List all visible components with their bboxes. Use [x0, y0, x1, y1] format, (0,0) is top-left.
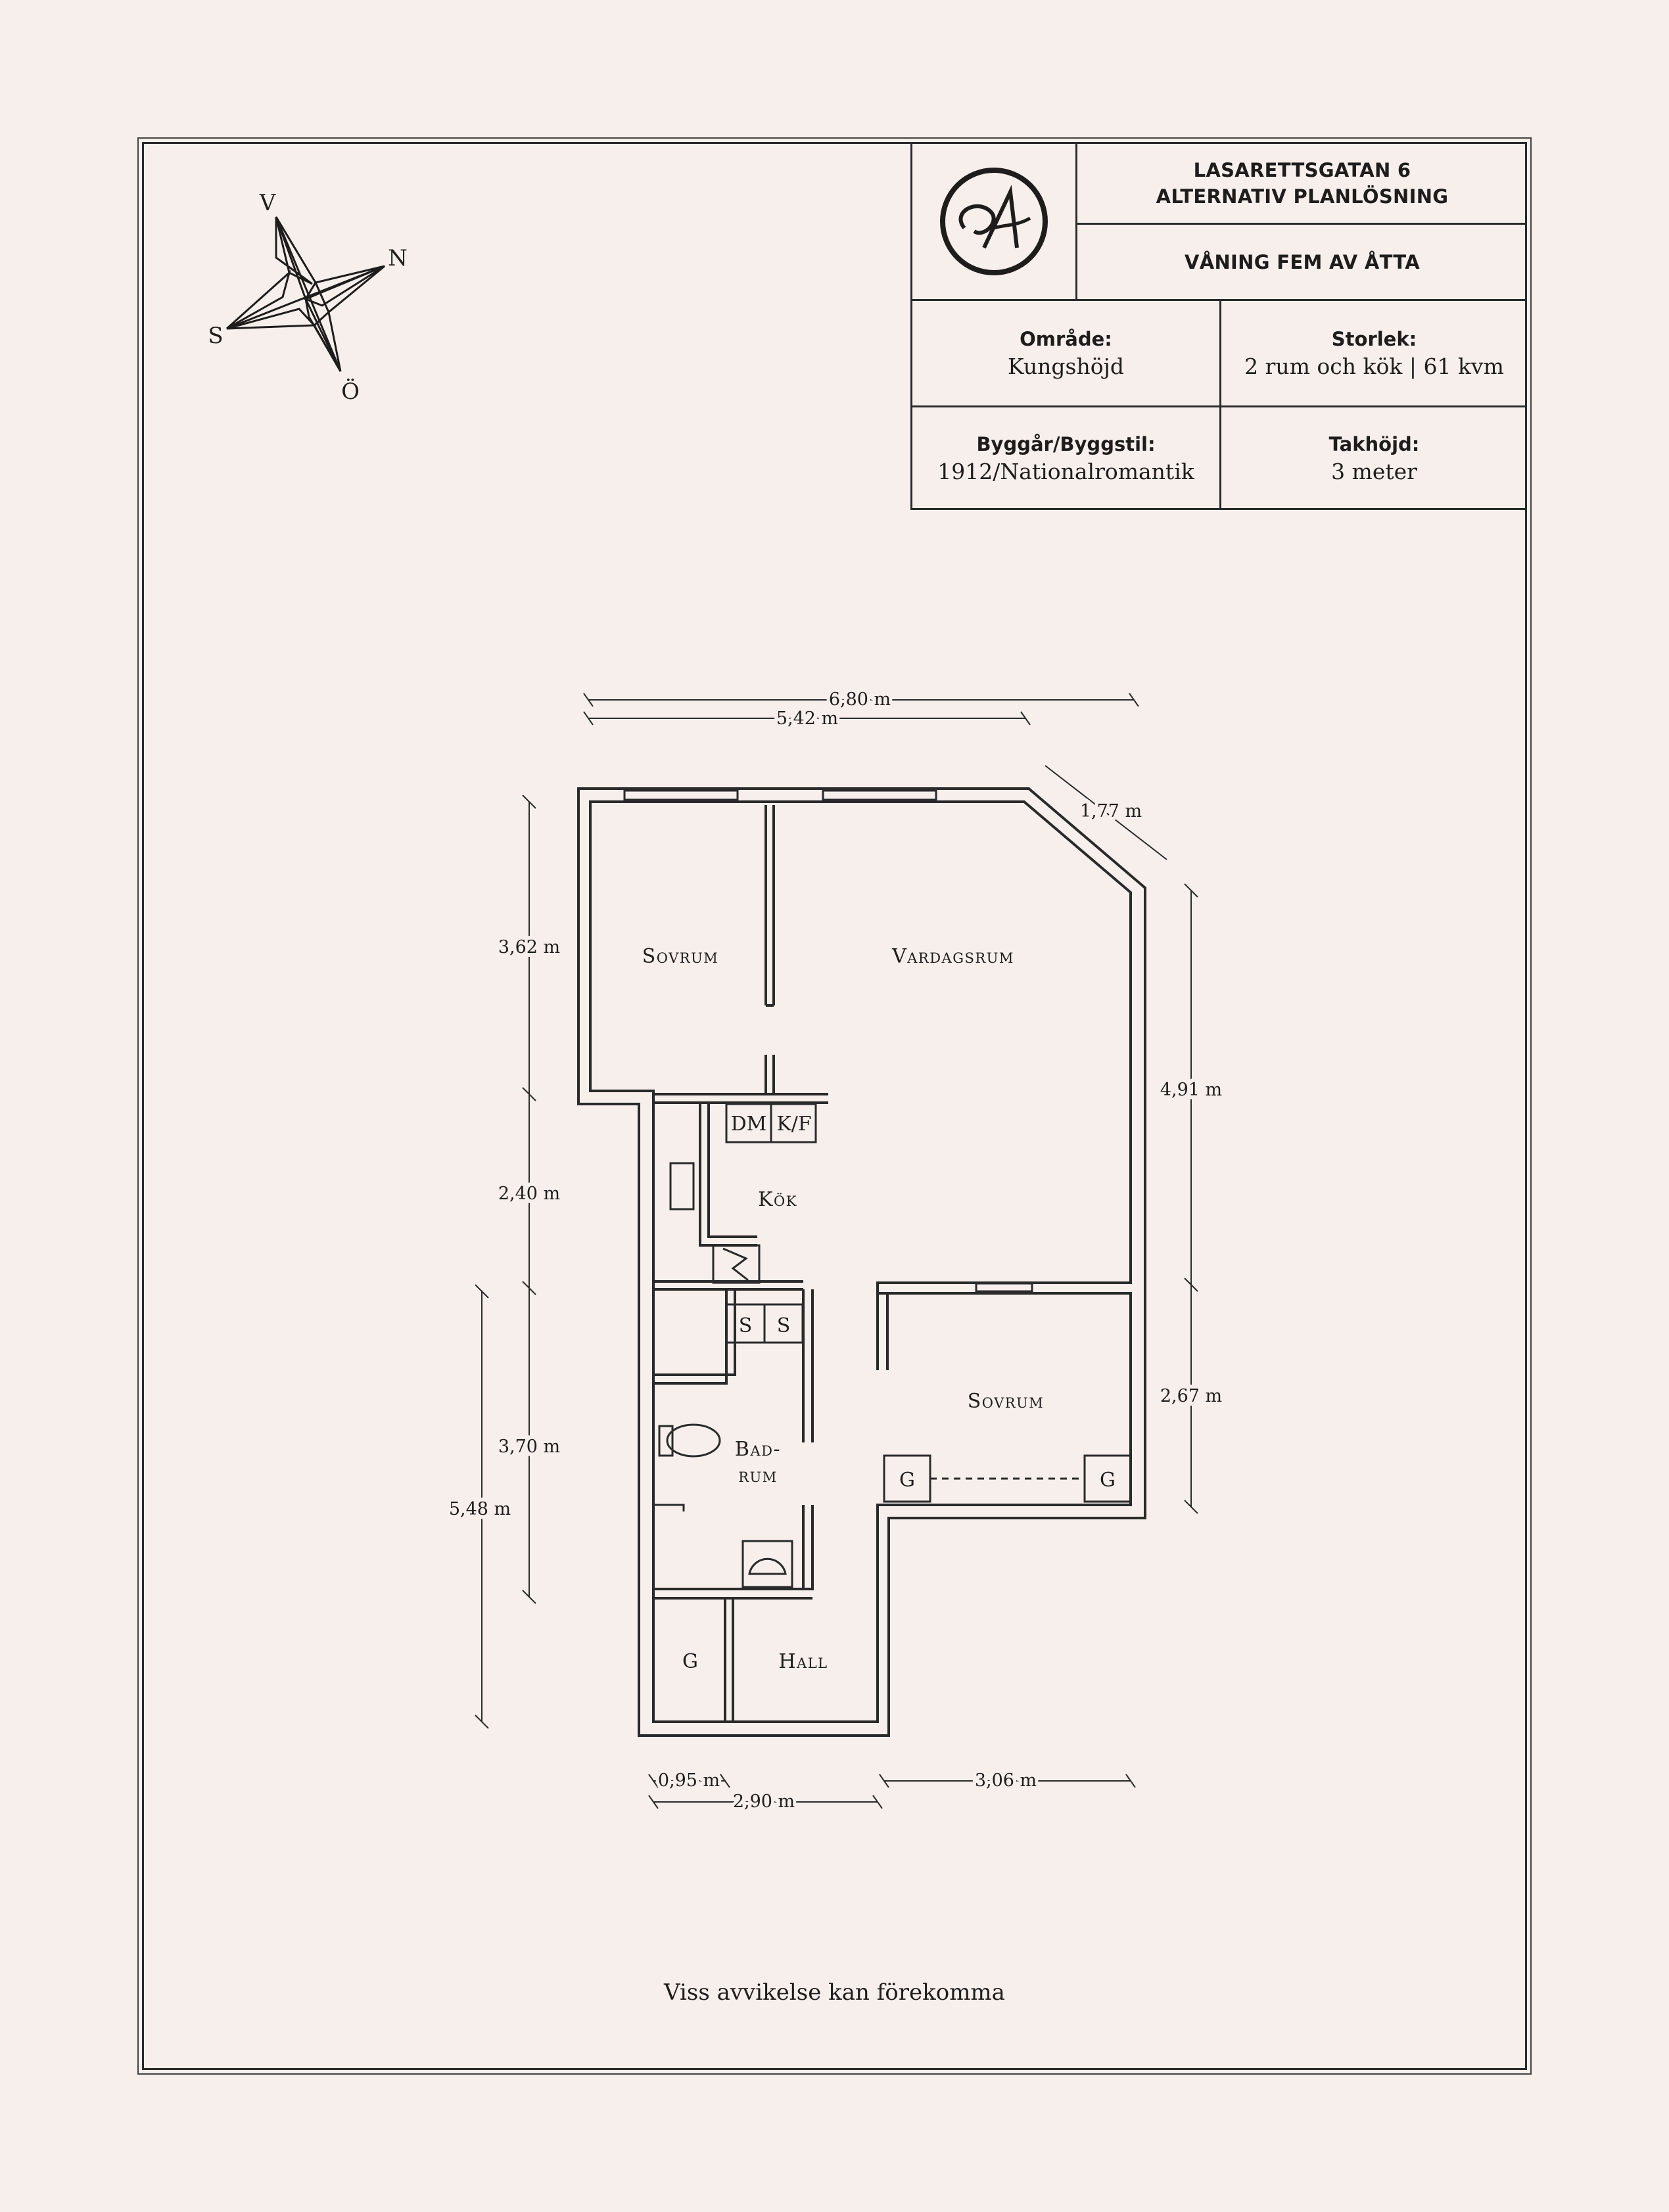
kf-box: [770, 1103, 817, 1143]
dimension-labels: 6,80 m 5,42 m 1,77 m 3,62 m 2,40 m 3,70 …: [445, 686, 1226, 1815]
bath-bottom-wall: [653, 1588, 812, 1600]
compass-n: N: [388, 245, 408, 271]
dim-right-living: 4,91 m: [1160, 1080, 1222, 1100]
area-cell: Område: Kungshöjd: [912, 301, 1219, 405]
toilet-bowl: [666, 1423, 721, 1458]
dim-bottom-right: 3,06 m: [975, 1770, 1037, 1791]
area-value: Kungshöjd: [1008, 353, 1124, 379]
compass-v: V: [259, 190, 277, 216]
kitchen-top-wall: [653, 1093, 828, 1104]
bath-right-wall: [802, 1289, 814, 1442]
flue-icon: [722, 1247, 749, 1281]
label-s2: S: [777, 1314, 791, 1337]
year-value: 1912/Nationalromantik: [937, 459, 1194, 484]
dim-right-bedroom: 2,67 m: [1160, 1386, 1222, 1406]
dimension-lines: [475, 693, 1198, 1809]
dim-left-kitchen: 2,40 m: [498, 1184, 560, 1204]
room-bedroom2: Sovrum: [968, 1390, 1045, 1413]
dim-bottom-mid: 2,90 m: [733, 1791, 795, 1812]
room-bathroom-2: rum: [738, 1464, 778, 1487]
fixtures: [653, 1103, 1132, 1588]
outer-wall-outer: [577, 787, 1146, 1737]
floor-cell: VÅNING FEM AV ÅTTA: [1077, 225, 1527, 299]
kitchen-bottom-wall: [653, 1280, 803, 1291]
disclaimer: Viss avvikelse kan förekomma: [664, 1979, 1005, 2006]
shower-box: [741, 1540, 793, 1588]
compass-s: S: [208, 323, 223, 349]
year-label: Byggår/Byggstil:: [976, 433, 1156, 455]
ceiling-cell: Takhöjd: 3 meter: [1221, 407, 1527, 510]
toilet-tank: [658, 1425, 674, 1457]
label-g-right: G: [1100, 1469, 1116, 1492]
dim-left-bedroom: 3,62 m: [498, 937, 560, 957]
size-value: 2 rum och kök | 61 kvm: [1244, 353, 1504, 379]
floor-label: VÅNING FEM AV ÅTTA: [1185, 250, 1420, 273]
bath-top-wall: [653, 1289, 736, 1385]
sink-box: [669, 1162, 695, 1210]
label-g-left: G: [899, 1469, 915, 1492]
dim-bottom-small: 0,95 m: [658, 1770, 720, 1791]
dim-left-total: 5,48 m: [449, 1499, 511, 1519]
outer-frame: [137, 137, 1532, 2075]
label-s1: S: [739, 1314, 753, 1337]
compass-o: Ö: [341, 378, 360, 405]
room-living: Vardagsrum: [891, 945, 1014, 968]
size-cell: Storlek: 2 rum och kök | 61 kvm: [1221, 301, 1527, 405]
outer-wall-inner: [589, 800, 1132, 1723]
bedroom1-wall-lower: [764, 1055, 775, 1094]
label-kf: K/F: [776, 1113, 811, 1136]
dim-top-total: 6,80 m: [829, 689, 891, 710]
inner-frame: [142, 142, 1527, 2070]
logo-icon: [940, 168, 1048, 275]
bedroom2-left-wall: [876, 1293, 889, 1370]
compass-rose-icon: [225, 216, 385, 372]
logo-cell: [912, 144, 1075, 299]
room-bathroom-1: Bad-: [735, 1438, 781, 1461]
dim-left-bath: 3,70 m: [498, 1437, 560, 1457]
label-g-hall: G: [682, 1650, 698, 1673]
title-block: LASARETTSGATAN 6 ALTERNATIV PLANLÖSNING …: [910, 142, 1527, 510]
room-bedroom1: Sovrum: [642, 945, 719, 968]
room-kitchen: Kök: [758, 1188, 797, 1211]
dim-top-inner: 5,42 m: [776, 708, 838, 729]
ceiling-label: Takhöjd:: [1328, 433, 1420, 455]
bath-lower-right: [802, 1505, 814, 1590]
address-cell: LASARETTSGATAN 6 ALTERNATIV PLANLÖSNING: [1077, 144, 1527, 223]
closet-wall: [724, 1598, 734, 1722]
size-label: Storlek:: [1331, 327, 1417, 350]
windows: [623, 789, 1033, 1293]
room-hall: Hall: [778, 1650, 828, 1673]
label-dm: DM: [731, 1113, 767, 1136]
s2-box: [763, 1303, 804, 1344]
shower-head-icon: [748, 1557, 787, 1575]
bath-door: [653, 1504, 685, 1511]
bedroom1-wall: [764, 805, 775, 1007]
year-cell: Byggår/Byggstil: 1912/Nationalromantik: [912, 407, 1219, 510]
stove-box: [712, 1244, 761, 1284]
dim-diagonal: 1,77 m: [1080, 801, 1142, 821]
walls: [577, 787, 1146, 1737]
area-label: Område:: [1020, 327, 1112, 350]
address-subtitle: ALTERNATIV PLANLÖSNING: [1156, 185, 1449, 208]
ceiling-value: 3 meter: [1331, 459, 1417, 484]
fixture-labels: DM K/F S S G G G: [682, 1113, 1116, 1673]
address-title: LASARETTSGATAN 6: [1193, 159, 1411, 181]
room-labels: Sovrum Vardagsrum Kök Bad- rum Sovrum Ha…: [642, 945, 1045, 1673]
